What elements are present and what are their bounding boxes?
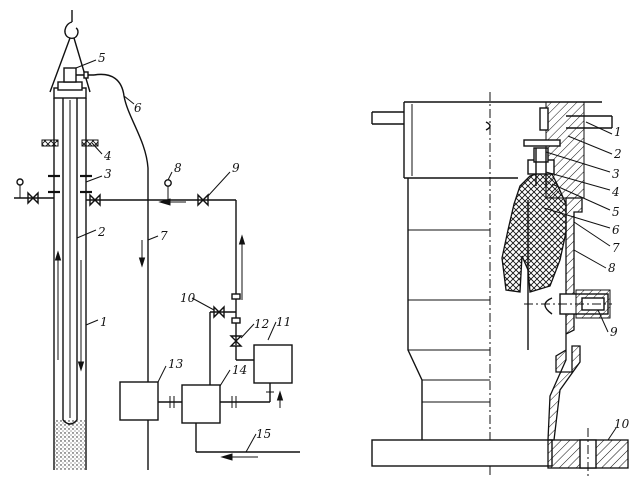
label-left-10: 10 [180,291,196,305]
label-left-5: 5 [98,51,106,65]
suspension-frame [49,37,91,99]
label-left-15: 15 [256,427,271,441]
bolt-assembly [523,139,561,186]
lifting-hook [64,10,79,39]
valve-12 [229,335,254,361]
label-right-9: 9 [610,325,618,339]
pump-section-drawing: 1 2 3 4 5 6 7 8 9 10 [371,92,630,478]
label-right-6: 6 [612,223,620,237]
flow-arrows-tube [54,250,85,372]
outlet-15 [195,423,300,461]
discharge-line [86,179,246,345]
side-pipe-right [566,115,613,129]
well-installation-scheme: 1 2 3 4 5 6 7 8 9 10 11 12 13 14 15 [14,10,300,470]
label-right-8: 8 [608,261,616,275]
support-4 [41,139,99,147]
label-right-1: 1 [614,125,622,139]
tank-11 [253,344,293,384]
label-left-13: 13 [168,357,184,371]
unit-14 [181,384,221,424]
label-right-7: 7 [612,241,620,255]
label-right-10: 10 [614,417,630,431]
tube-2 [62,98,78,425]
valve-10 [209,305,236,385]
label-right-3: 3 [612,167,620,181]
label-left-6: 6 [134,101,142,115]
label-left-11: 11 [276,315,291,329]
left-valve-branch [14,178,54,205]
pump-body [407,178,529,440]
side-pipe-left [371,111,404,125]
label-left-7: 7 [160,229,168,243]
flanges-3 [48,174,92,194]
label-right-2: 2 [613,147,622,161]
label-left-4: 4 [103,149,112,163]
right-leaders [543,121,617,441]
casing-1 [53,98,87,470]
side-port-9 [524,289,612,319]
rotor-6 [501,169,567,293]
motor-5 [63,67,94,83]
label-left-12: 12 [254,317,269,331]
label-left-8: 8 [174,161,182,175]
filter-sand [55,420,85,470]
housing-wall [547,197,583,441]
label-left-14: 14 [232,363,247,377]
label-left-2: 2 [97,225,106,239]
coupling-13-14 [158,396,182,408]
unit-13 [119,381,159,421]
flow-arrow-7 [138,240,146,268]
left-leaders [75,59,277,453]
label-right-5: 5 [612,205,620,219]
label-left-1: 1 [100,315,108,329]
coupling-14-11 [220,383,284,408]
bottom-flange [371,428,629,478]
label-left-9: 9 [232,161,240,175]
label-left-3: 3 [104,167,112,181]
label-right-4: 4 [611,185,620,199]
